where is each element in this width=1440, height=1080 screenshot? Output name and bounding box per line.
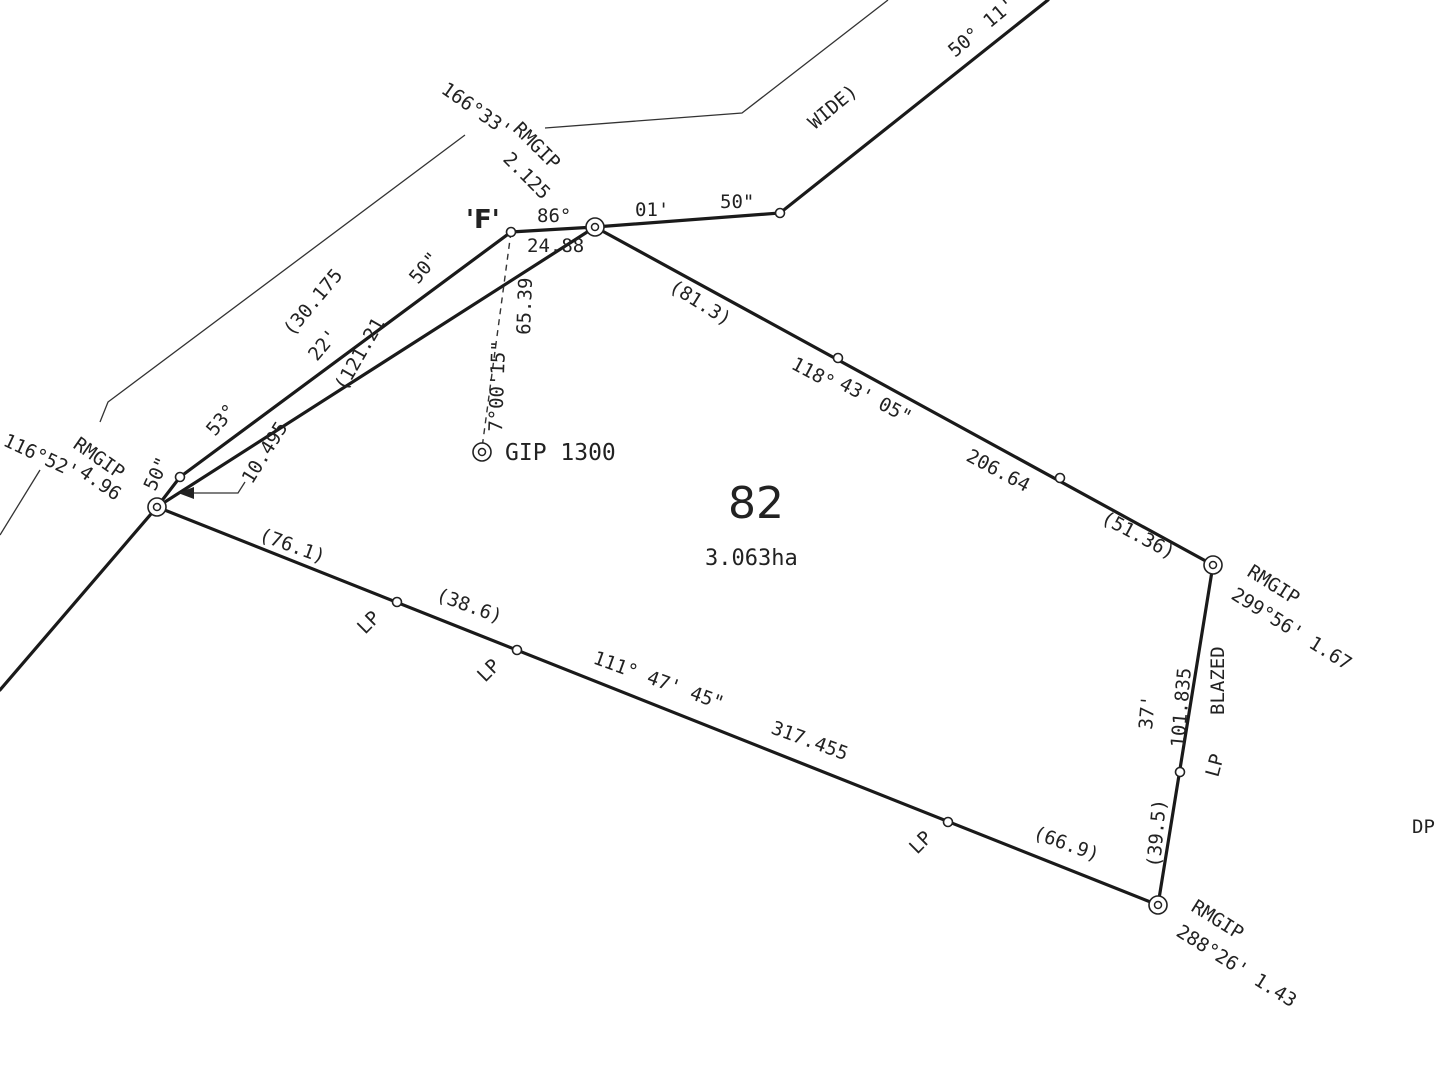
rmgip-nw-angle: 166°33' [437,78,515,142]
e-edge-min: 37' [1135,694,1160,730]
point-icon [1174,766,1186,778]
road-width-value: (30.175 [279,265,347,340]
rmgip-w-angle: 116°52' [0,430,82,484]
point-icon [511,644,523,656]
lot-number: 82 [728,478,784,529]
rmgip-marker-icon [585,217,605,237]
ne-edge-deg: 118° [788,353,839,394]
dp-label: DP [1412,816,1435,838]
s-edge-lp2: LP [473,655,505,687]
point-icon [391,596,403,608]
road-reserve-line-west [0,469,41,536]
e-edge-lp: LP [1202,751,1229,779]
e-edge-dist: 101.835 [1167,667,1196,749]
west-edge-dist: (121.21 [330,314,389,394]
road-reserve-line-mid [99,134,466,423]
point-icon [1054,472,1066,484]
point-icon [774,207,786,219]
point-icon [942,816,954,828]
tie-dist: 65.39 [513,277,537,335]
s-edge-dist: 317.455 [768,717,851,765]
point-icon [174,471,186,483]
ne-edge-part2: (51.36) [1098,507,1179,564]
north-edge-deg: 86° [537,205,571,227]
e-edge-blazed: BLAZED [1207,646,1229,715]
west-corner-sec: 50" [140,454,174,494]
gip-marker-icon [472,442,492,462]
arrow-head-icon [178,487,194,499]
rmgip-marker-icon [1203,555,1223,575]
point-icon [505,226,517,238]
west-edge-deg: 53° [202,400,241,440]
gip-label: GIP 1300 [505,440,616,466]
lot-area: 3.063ha [705,546,798,571]
s-edge-lp1: LP [353,607,385,639]
rmgip-marker-icon [1148,895,1168,915]
tie-line [481,231,512,449]
point-f-label: 'F' [466,205,500,235]
ne-edge-dist: 206.64 [963,445,1034,497]
monument-markers [147,217,1223,915]
corner-points [174,207,1186,828]
north-edge-sec: 50" [720,191,754,213]
point-icon [832,352,844,364]
s-edge-bearing: 111° 47' 45" [590,647,727,715]
west-edge-sec: 50" [405,248,444,288]
offset-arrow [190,481,246,494]
north-edge-dist: 24.88 [527,235,584,257]
road-boundary [0,0,1050,692]
north-edge-min: 01' [635,199,669,221]
rmgip-marker-icon [147,497,167,517]
road-width-label: WIDE) [804,80,862,134]
s-edge-lp3: LP [905,827,937,859]
tie-bearing: 7°00'15" [485,340,510,432]
road-reserve-line-north [544,0,889,129]
